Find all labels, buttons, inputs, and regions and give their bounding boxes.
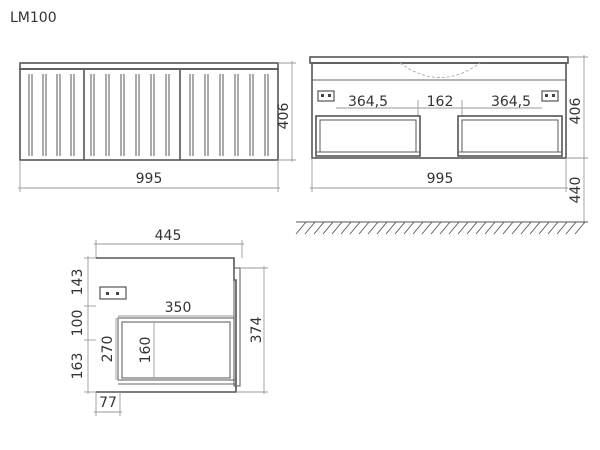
rear-left-bracket-hole xyxy=(321,94,324,97)
side-front-panel xyxy=(233,267,241,387)
drawing-title: LM100 xyxy=(10,10,57,26)
front-width-label: 995 xyxy=(136,171,163,187)
side-drawer-height-label: 270 xyxy=(100,336,116,363)
rear-left-span-label: 364,5 xyxy=(348,94,388,110)
side-depth-dimension xyxy=(94,240,244,258)
side-bracket xyxy=(99,286,127,300)
front-height-dimension xyxy=(278,61,296,162)
side-top-offset-label: 143 xyxy=(70,269,86,296)
side-drawer-inner-height-label: 160 xyxy=(138,337,154,364)
side-drawer-box xyxy=(117,317,235,381)
rear-left-drawer xyxy=(315,115,421,157)
rear-width-label: 995 xyxy=(427,171,454,187)
rear-countertop xyxy=(309,56,569,64)
rear-center-span-label: 162 xyxy=(427,94,454,110)
rear-basin-outline xyxy=(399,62,481,78)
front-countertop xyxy=(19,62,279,70)
side-mid-section-label: 100 xyxy=(70,310,86,337)
rear-left-bracket xyxy=(317,90,335,102)
side-depth-label: 445 xyxy=(155,228,182,244)
side-bracket-hole xyxy=(116,292,119,295)
front-cabinet-body xyxy=(19,68,279,161)
front-width-dimension xyxy=(18,160,280,192)
rear-cabinet-body xyxy=(311,62,567,159)
front-view: 995 406 xyxy=(18,61,296,192)
side-view: 445 350 270 160 374 xyxy=(70,228,268,416)
rear-floor-height-label: 440 xyxy=(568,177,584,204)
front-height-label: 406 xyxy=(276,103,292,130)
side-front-offset-dimension xyxy=(94,392,122,416)
rear-width-dimension xyxy=(310,158,568,192)
rear-view: 364,5 162 364,5 995 406 xyxy=(295,55,588,235)
rear-right-bracket-hole xyxy=(552,94,555,97)
side-drawer-inner xyxy=(121,321,231,379)
side-cabinet-outline xyxy=(96,257,237,393)
rear-height-label: 406 xyxy=(568,98,584,125)
rear-right-drawer xyxy=(457,115,563,157)
front-flutes xyxy=(28,74,269,156)
side-total-height-label: 374 xyxy=(249,317,265,344)
rear-bracket-spacing-dimension xyxy=(336,100,542,116)
side-drawer-depth-label: 350 xyxy=(165,300,192,316)
side-bottom-section-label: 163 xyxy=(70,353,86,380)
rear-left-bracket-hole xyxy=(328,94,331,97)
side-front-offset-label: 77 xyxy=(99,395,117,411)
side-total-height-dimension xyxy=(236,266,268,394)
rear-right-bracket xyxy=(541,90,559,102)
rear-right-bracket-hole xyxy=(545,94,548,97)
floor-hatching xyxy=(295,221,588,235)
side-bracket-hole xyxy=(106,292,109,295)
rear-right-span-label: 364,5 xyxy=(491,94,531,110)
side-left-chain-dimension xyxy=(84,256,96,394)
